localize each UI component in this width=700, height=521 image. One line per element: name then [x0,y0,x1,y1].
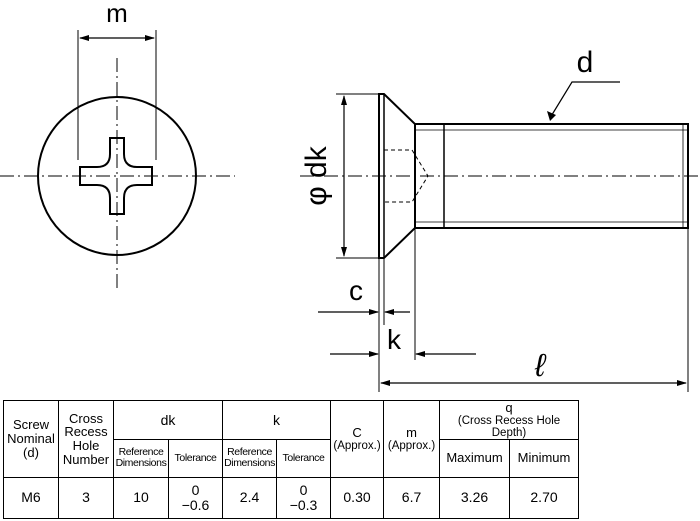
cell-m-approx: 6.7 [383,476,441,519]
length-label: ℓ [534,347,547,383]
d-leader-line [549,81,620,119]
phi-dk-label: φ dk [300,145,333,205]
k-label: k [387,324,402,355]
header-q: q (Cross Recess Hole Depth) [439,400,580,440]
spec-table: Screw Nominal (d) Cross Recess Hole Numb… [3,400,580,519]
header-screw-nominal: Screw Nominal (d) [3,400,59,478]
header-dk-tolerance: Tolerance [167,438,224,478]
header-cross-recess-hole-number: Cross Recess Hole Number [58,400,114,478]
shank-outline [415,123,689,229]
screw-drawing: m d φ dk c k ℓ [0,0,698,392]
head-outline [37,96,197,256]
table-row: M6 3 10 0 −0.6 2.4 0 −0.3 0.30 6.7 3.26 … [3,476,580,519]
header-m: m (Approx.) [383,400,441,478]
d-label: d [577,46,594,79]
header-k: k [222,400,332,440]
header-q-minimum: Minimum [509,438,580,478]
header-dk-reference: Reference Dimensions [113,438,169,478]
cell-dk-tolerance: 0 −0.6 [167,476,224,519]
cell-k-reference: 2.4 [222,476,278,519]
screw-side-view [300,81,698,392]
cell-hole-number: 3 [58,476,114,519]
header-q-maximum: Maximum [439,438,511,478]
cell-screw-nominal: M6 [3,476,59,519]
cell-q-min: 2.70 [509,476,580,519]
cell-q-max: 3.26 [439,476,511,519]
cell-c-approx: 0.30 [330,476,385,519]
m-label: m [106,0,128,28]
header-c: C (Approx.) [330,400,385,478]
header-dk: dk [112,400,224,440]
cross-recess [79,137,153,215]
cell-dk-reference: 10 [113,476,169,519]
cell-k-tolerance: 0 −0.3 [276,476,332,519]
recess-hidden-line [384,149,429,203]
head-top-view [0,30,235,292]
header-k-tolerance: Tolerance [276,438,332,478]
c-label: c [349,275,363,306]
header-k-reference: Reference Dimensions [222,438,278,478]
